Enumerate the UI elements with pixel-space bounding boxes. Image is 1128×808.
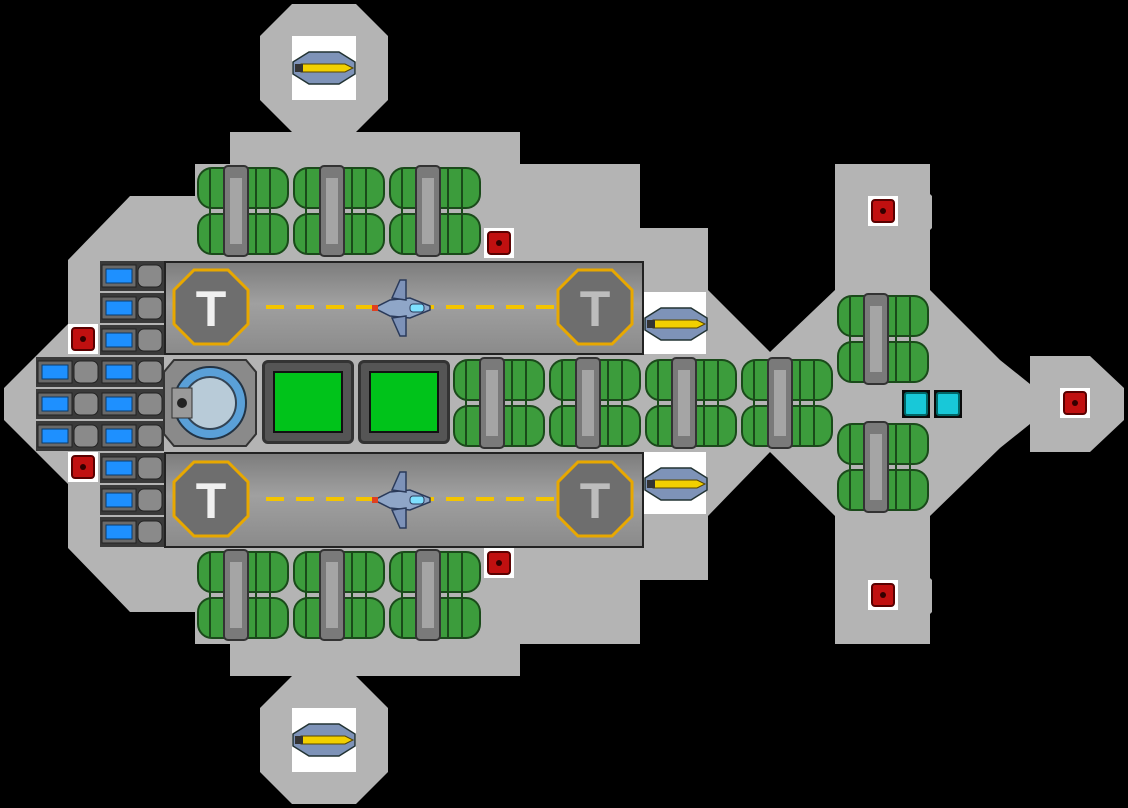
fuel-tank-icon[interactable] (549, 357, 641, 449)
thruster-icon[interactable] (36, 389, 100, 419)
battery-icon[interactable] (358, 360, 450, 444)
pad-glyph: T (196, 473, 227, 529)
thruster-icon[interactable] (100, 357, 164, 387)
thruster-icon[interactable] (100, 389, 164, 419)
thruster-icon[interactable] (100, 325, 164, 355)
fuel-tank-icon[interactable] (389, 165, 481, 257)
fuel-tank-icon[interactable] (645, 357, 737, 449)
reactor-icon[interactable] (162, 358, 258, 448)
red-module-icon[interactable] (68, 452, 98, 482)
fuel-tank-icon[interactable] (389, 549, 481, 641)
fuel-tank-icon[interactable] (197, 165, 289, 257)
fuel-tank-icon[interactable] (741, 357, 833, 449)
thruster-icon[interactable] (100, 261, 164, 291)
red-module-icon[interactable] (68, 324, 98, 354)
landing-pad-icon[interactable]: T (172, 268, 250, 346)
pad-glyph: T (580, 473, 611, 529)
battery-icon[interactable] (262, 360, 354, 444)
landing-pad-icon[interactable]: T (172, 460, 250, 538)
red-module-icon[interactable] (868, 196, 898, 226)
fuel-tank-icon[interactable] (837, 421, 929, 513)
thruster-icon[interactable] (100, 421, 164, 451)
red-module-icon[interactable] (484, 228, 514, 258)
pad-glyph: T (196, 281, 227, 337)
thruster-icon[interactable] (100, 485, 164, 515)
fuel-tank-icon[interactable] (197, 549, 289, 641)
landing-pad-icon[interactable]: T (556, 460, 634, 538)
fighter-jet-icon[interactable] (370, 276, 434, 340)
red-module-icon[interactable] (868, 580, 898, 610)
thruster-icon[interactable] (100, 453, 164, 483)
thruster-icon[interactable] (100, 517, 164, 547)
pad-glyph: T (580, 281, 611, 337)
fuel-tank-icon[interactable] (293, 549, 385, 641)
thruster-icon[interactable] (100, 293, 164, 323)
cyan-module-icon[interactable] (902, 390, 930, 418)
fighter-jet-icon[interactable] (370, 468, 434, 532)
red-module-icon[interactable] (484, 548, 514, 578)
fuel-tank-icon[interactable] (837, 293, 929, 385)
thruster-icon[interactable] (36, 421, 100, 451)
fuel-tank-icon[interactable] (293, 165, 385, 257)
thruster-icon[interactable] (36, 357, 100, 387)
fuel-tank-icon[interactable] (453, 357, 545, 449)
landing-pad-icon[interactable]: T (556, 268, 634, 346)
cyan-module-icon[interactable] (934, 390, 962, 418)
red-module-icon[interactable] (1060, 388, 1090, 418)
